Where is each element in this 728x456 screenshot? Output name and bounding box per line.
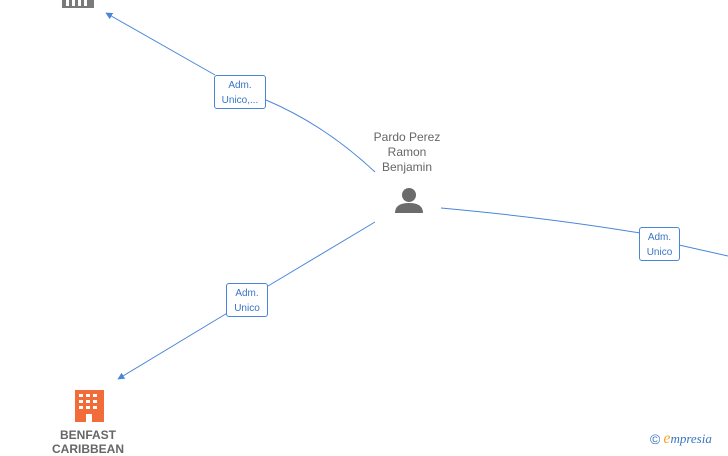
person-name[interactable]: Pardo Perez Ramon Benjamin [357,130,457,175]
edge-label-line: Unico [646,247,673,258]
company-name-line: BENFAST [59,428,116,442]
edge-line-right-tail [678,244,728,257]
edge-label-line: Adm. [235,288,259,299]
edge-label-bottom[interactable]: Adm. Unico [226,283,268,317]
edge-label-line: Unico [234,303,260,314]
edge-line-right [440,207,641,234]
company-name[interactable]: BENFAST CARIBBEAN [38,428,138,456]
building-icon[interactable] [75,390,104,422]
edge-label-line: Unico,... [221,95,259,106]
edge-line-bottom-arrow [117,311,230,380]
person-icon[interactable] [395,188,423,213]
watermark: © empresia [650,430,712,448]
edge-label-right[interactable]: Adm. Unico [639,227,680,261]
edge-label-line: Adm. [647,232,672,243]
person-name-line: Pardo Perez [373,130,441,144]
edge-label-line: Adm. [228,80,252,91]
building-icon[interactable] [62,0,94,8]
brand-logo: empresia [663,430,712,448]
company-name-line: CARIBBEAN [52,442,124,456]
edge-line-bottom [267,221,376,287]
person-name-line: Benjamin [381,160,433,174]
edge-label-top[interactable]: Adm. Unico,... [214,75,266,109]
person-name-line: Ramon [387,145,427,159]
brand-logo-rest: mpresia [670,431,712,446]
copyright-icon: © [650,431,661,447]
brand-logo-initial: e [663,430,671,447]
edge-line-top-arrow [105,12,216,76]
edge-line-top [265,99,376,173]
